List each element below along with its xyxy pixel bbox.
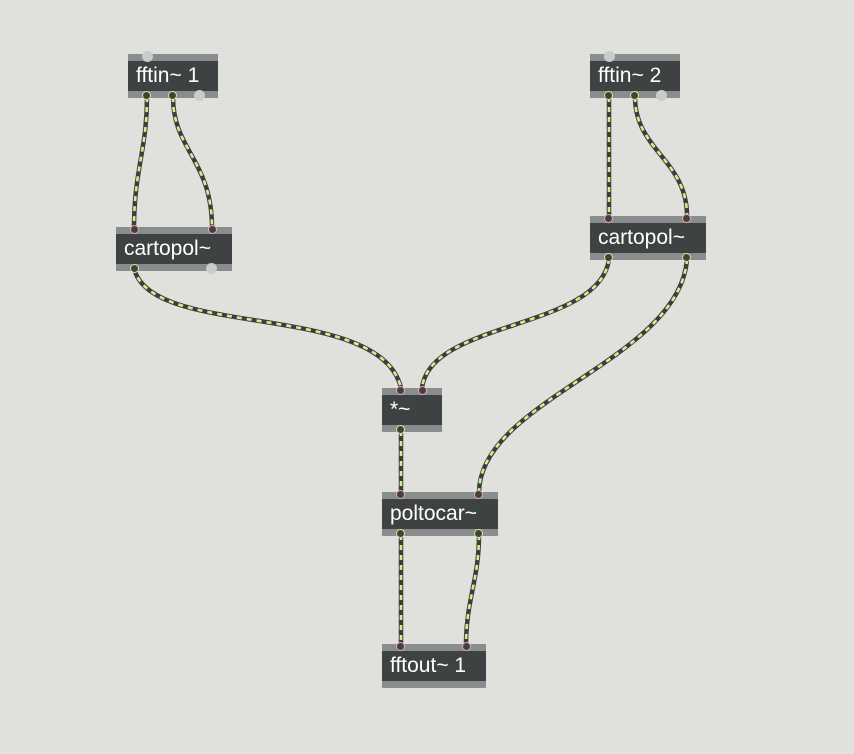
fftin-1-object[interactable]: fftin~ 1 [128, 51, 218, 101]
outlet-port[interactable] [474, 529, 483, 538]
object-label: fftin~ 2 [598, 64, 662, 87]
inlet-port[interactable] [208, 225, 217, 234]
inlet-port[interactable] [396, 642, 405, 651]
outlet-port[interactable] [396, 529, 405, 538]
object-label: fftin~ 1 [136, 64, 200, 87]
fftin-2-object[interactable]: fftin~ 2 [590, 51, 680, 101]
patch-cord[interactable] [170, 94, 215, 231]
inlet-port[interactable] [474, 490, 483, 499]
inlet-port[interactable] [396, 386, 405, 395]
cartopol-right-object[interactable]: cartopol~ [590, 214, 706, 262]
patch-cord[interactable] [463, 532, 482, 648]
outlet-port[interactable] [604, 253, 613, 262]
fftout-object[interactable]: fftout~ 1 [382, 642, 486, 688]
patch-cord[interactable] [632, 94, 690, 219]
outlet-nub-icon [194, 90, 205, 101]
inlet-port[interactable] [418, 386, 427, 395]
inlet-nub-icon [142, 51, 153, 62]
outlet-port[interactable] [604, 91, 613, 100]
outlet-port[interactable] [168, 91, 177, 100]
outlet-nub-icon [656, 90, 667, 101]
object-label: poltocar~ [390, 502, 477, 525]
object-label: fftout~ 1 [390, 654, 467, 677]
object-label: cartopol~ [124, 237, 211, 260]
inlet-port[interactable] [682, 214, 691, 223]
inlet-nub-icon [604, 51, 615, 62]
outlet-port[interactable] [142, 91, 151, 100]
patch-cord[interactable] [131, 94, 150, 231]
outlet-port[interactable] [630, 91, 639, 100]
inlet-port[interactable] [130, 225, 139, 234]
outlet-port[interactable] [682, 253, 691, 262]
multiply-object[interactable]: *~ [382, 386, 442, 434]
inlet-port[interactable] [396, 490, 405, 499]
patch-cord[interactable] [476, 256, 690, 495]
outlet-nub-icon [206, 263, 217, 274]
cartopol-left-object[interactable]: cartopol~ [116, 225, 232, 274]
inlet-port[interactable] [462, 642, 471, 651]
poltocar-object[interactable]: poltocar~ [382, 490, 498, 538]
outlet-port[interactable] [130, 264, 139, 273]
inlet-port[interactable] [604, 214, 613, 223]
patch-cord[interactable] [419, 256, 612, 391]
object-label: cartopol~ [598, 226, 685, 249]
outlet-port[interactable] [396, 425, 405, 434]
object-label: *~ [390, 398, 411, 421]
patch-cord[interactable] [131, 265, 404, 391]
